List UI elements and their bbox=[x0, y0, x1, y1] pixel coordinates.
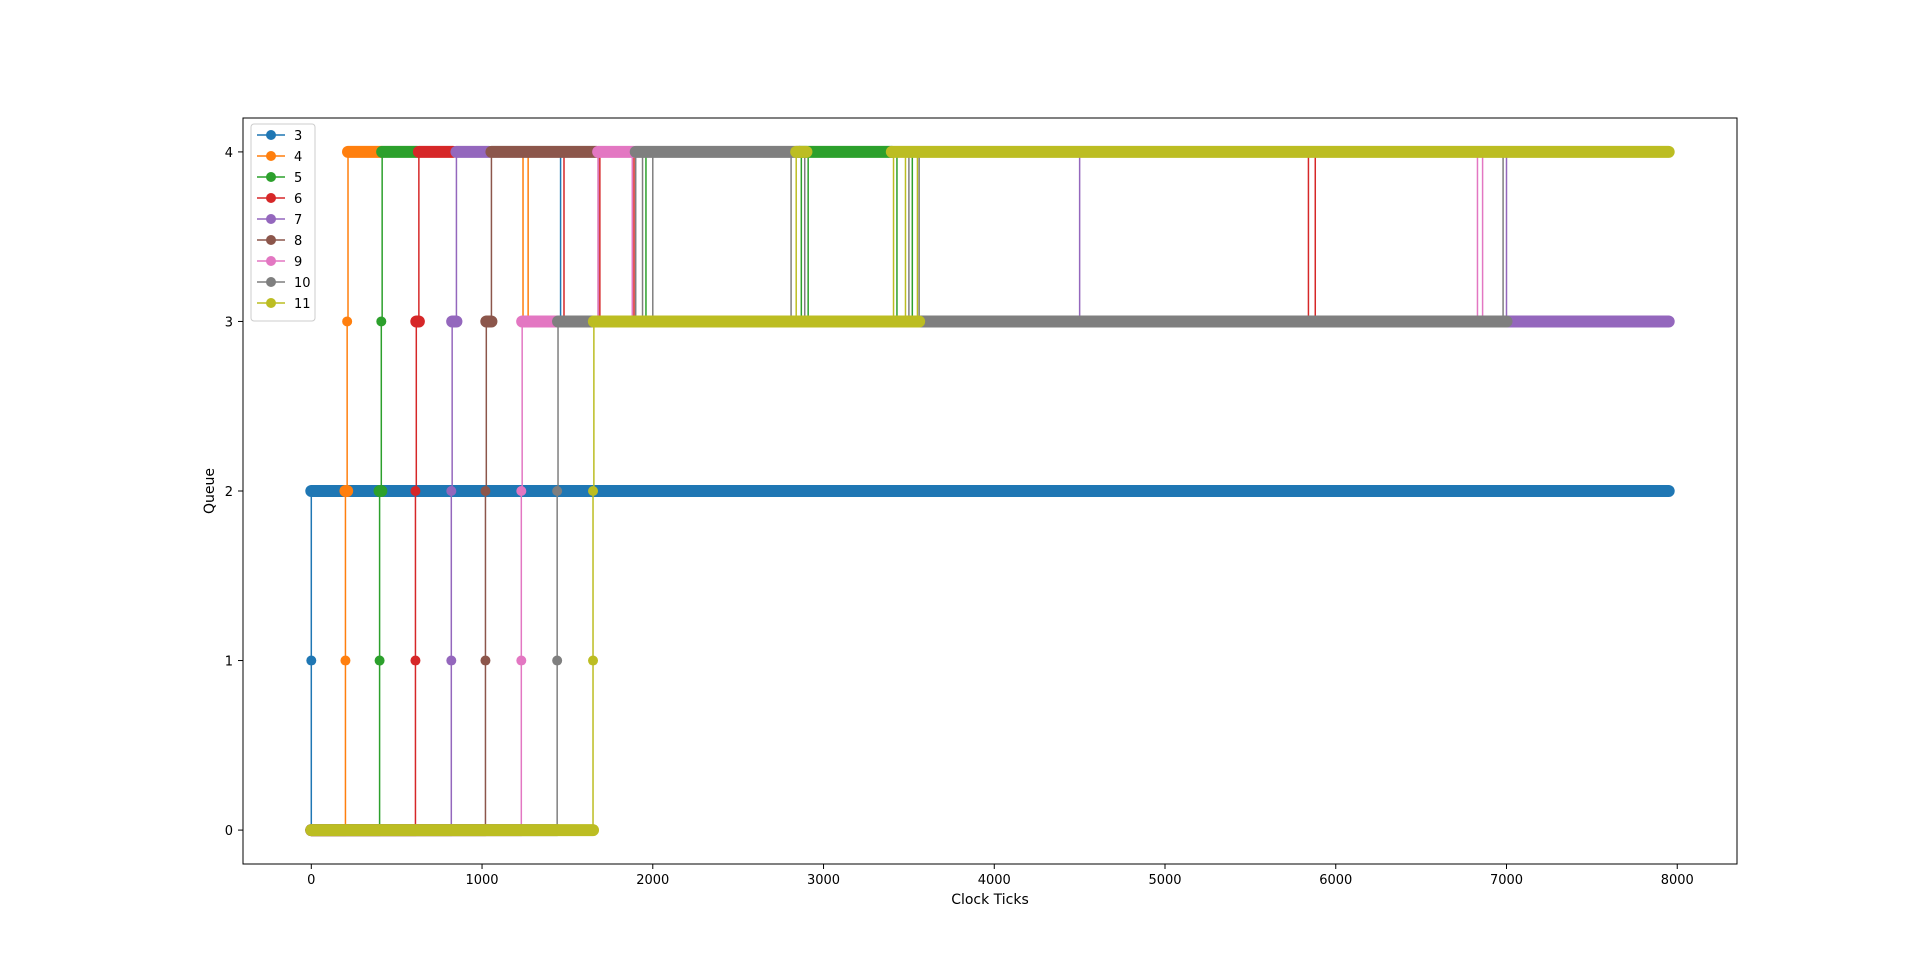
series-8-point bbox=[480, 486, 491, 496]
y-axis: 0 1 2 3 4 bbox=[225, 146, 243, 839]
legend-label-8: 8 bbox=[294, 234, 302, 249]
x-axis-label: Clock Ticks bbox=[951, 892, 1029, 908]
series-7-point bbox=[446, 486, 457, 496]
legend-label-9: 9 bbox=[294, 255, 302, 270]
y-tick-label: 2 bbox=[225, 485, 233, 500]
series-11 bbox=[305, 145, 1675, 837]
legend-marker-7 bbox=[266, 214, 276, 224]
y-tick-label: 1 bbox=[225, 655, 233, 670]
x-tick-label: 6000 bbox=[1319, 873, 1352, 888]
legend-marker-10 bbox=[266, 277, 276, 287]
y-tick-label: 4 bbox=[225, 146, 233, 161]
series-7-point bbox=[446, 655, 457, 666]
x-tick-label: 0 bbox=[307, 873, 315, 888]
legend-marker-9 bbox=[266, 256, 276, 266]
x-tick-label: 4000 bbox=[978, 873, 1011, 888]
legend-label-5: 5 bbox=[294, 171, 302, 186]
series-11-point bbox=[588, 655, 599, 666]
series-6-point bbox=[410, 655, 421, 666]
legend-label-7: 7 bbox=[294, 213, 302, 228]
legend-label-11: 11 bbox=[294, 297, 311, 312]
series-5-point bbox=[374, 655, 385, 666]
legend-marker-3 bbox=[266, 130, 276, 140]
legend: 3 4 5 6 7 8 9 10 11 bbox=[250, 123, 316, 322]
series-9-point bbox=[516, 655, 527, 666]
legend-marker-6 bbox=[266, 193, 276, 203]
x-tick-label: 8000 bbox=[1661, 873, 1694, 888]
legend-label-3: 3 bbox=[294, 129, 302, 144]
series-3-point bbox=[306, 655, 317, 666]
series-6-point bbox=[410, 486, 421, 496]
series-4-point bbox=[342, 316, 353, 327]
y-tick-label: 3 bbox=[225, 315, 233, 330]
legend-label-4: 4 bbox=[294, 150, 302, 165]
y-axis-label: Queue bbox=[202, 468, 218, 514]
legend-marker-8 bbox=[266, 235, 276, 245]
x-tick-label: 5000 bbox=[1148, 873, 1181, 888]
series-8-point bbox=[480, 655, 491, 666]
x-tick-label: 2000 bbox=[636, 873, 669, 888]
series-10-point bbox=[552, 655, 563, 666]
x-tick-label: 7000 bbox=[1490, 873, 1523, 888]
x-tick-label: 3000 bbox=[807, 873, 840, 888]
series-5-point bbox=[376, 316, 387, 327]
series-10-point bbox=[552, 486, 563, 496]
series-4-point bbox=[340, 655, 351, 666]
series-5 bbox=[305, 145, 898, 837]
legend-marker-5 bbox=[266, 172, 276, 182]
series-9-point bbox=[516, 486, 527, 496]
x-axis: 0 1000 2000 3000 4000 5000 6000 7000 8000 bbox=[307, 864, 1694, 888]
legend-box bbox=[250, 123, 316, 322]
legend-marker-11 bbox=[266, 298, 276, 308]
legend-label-6: 6 bbox=[294, 192, 302, 207]
x-tick-label: 1000 bbox=[465, 873, 498, 888]
y-tick-label: 0 bbox=[225, 824, 233, 839]
plot-layer bbox=[305, 145, 1675, 837]
legend-label-10: 10 bbox=[294, 276, 311, 291]
legend-marker-4 bbox=[266, 151, 276, 161]
series-11-point bbox=[588, 486, 599, 496]
